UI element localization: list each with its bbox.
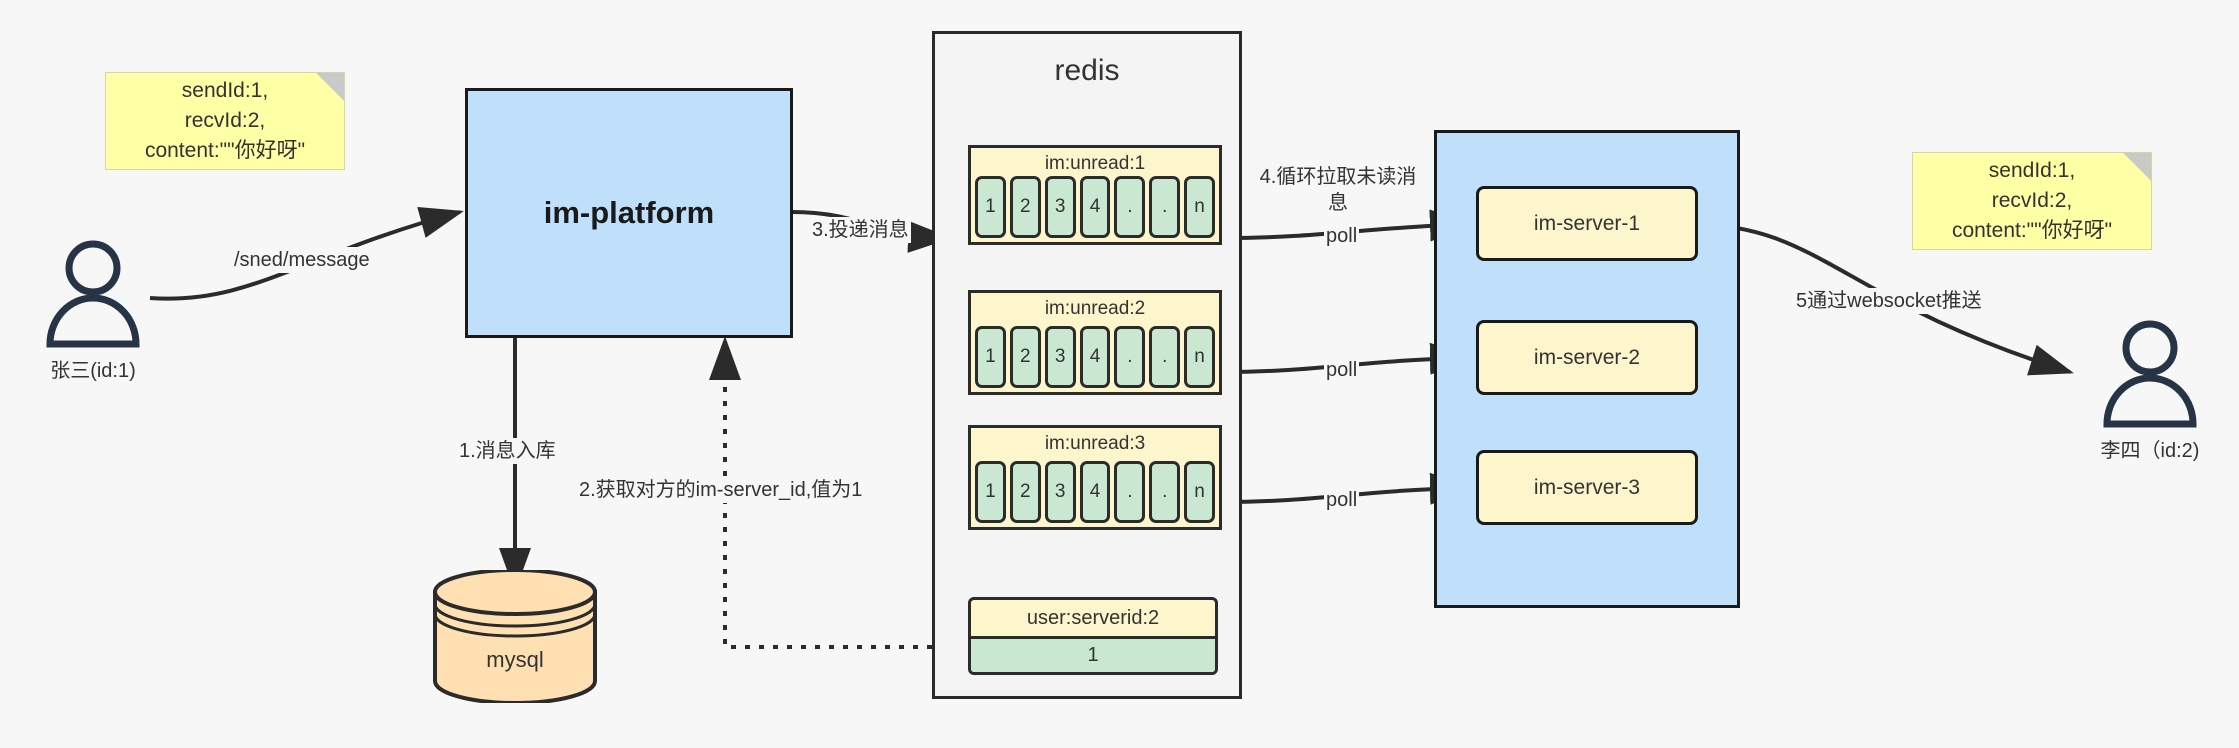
- edge-label-step3: 3.投递消息: [810, 217, 911, 243]
- queue-cell: 4: [1079, 326, 1111, 388]
- edge-label-poll-2: poll: [1324, 357, 1360, 383]
- queue-cell: .: [1149, 326, 1181, 388]
- redis-queue-1-key: im:unread:1: [1044, 153, 1146, 174]
- queue-cell: .: [1114, 326, 1146, 388]
- im-server-3-node[interactable]: im-server-3: [1476, 450, 1698, 525]
- redis-queue-1[interactable]: im:unread:1 1 2 3 4 . . n: [968, 145, 1222, 245]
- redis-queue-2-cells: 1 2 3 4 . . n: [975, 326, 1216, 388]
- sticky-fold-icon: [2123, 153, 2151, 181]
- im-server-3-label: im-server-3: [1533, 475, 1641, 499]
- edge-label-step1: 1.消息入库: [457, 438, 558, 464]
- person-icon: [2103, 320, 2197, 428]
- actor-receiver-name: 李四（id:2): [2100, 440, 2200, 462]
- queue-cell: 4: [1079, 461, 1111, 523]
- edge-label-send-message: /sned/message: [232, 247, 372, 273]
- edge-label-poll-3: poll: [1324, 487, 1360, 513]
- queue-cell: 1: [975, 461, 1006, 523]
- im-server-2-label: im-server-2: [1533, 345, 1641, 369]
- im-server-1-label: im-server-1: [1533, 211, 1641, 235]
- sticky-note-receiver: sendId:1, recvId:2, content:""你好呀": [1912, 152, 2152, 250]
- queue-cell: 3: [1044, 461, 1076, 523]
- queue-cell: n: [1184, 326, 1216, 388]
- redis-queue-3[interactable]: im:unread:3 1 2 3 4 . . n: [968, 425, 1222, 530]
- database-cylinder-icon: [433, 568, 597, 705]
- redis-kv-user-serverid[interactable]: user:serverid:2 1: [968, 597, 1218, 675]
- actor-receiver: 李四（id:2): [2095, 320, 2205, 462]
- edge-label-poll-1: poll: [1324, 223, 1360, 249]
- queue-cell: .: [1114, 461, 1146, 523]
- queue-cell: 1: [975, 326, 1006, 388]
- im-platform-node[interactable]: im-platform: [465, 88, 793, 338]
- im-platform-label: im-platform: [543, 195, 715, 230]
- queue-cell: .: [1149, 176, 1181, 238]
- queue-cell: .: [1149, 461, 1181, 523]
- queue-cell: n: [1184, 176, 1216, 238]
- edge-label-step2: 2.获取对方的im-server_id,值为1: [577, 477, 865, 503]
- mysql-database[interactable]: mysql: [430, 568, 600, 705]
- edge-label-step5: 5通过websocket推送: [1794, 288, 1984, 314]
- queue-cell: 3: [1044, 326, 1076, 388]
- queue-cell: .: [1114, 176, 1146, 238]
- actor-sender-name: 张三(id:1): [50, 360, 136, 382]
- queue-cell: 2: [1009, 176, 1041, 238]
- queue-cell: 4: [1079, 176, 1111, 238]
- redis-queue-2-key: im:unread:2: [1044, 298, 1146, 319]
- sticky-fold-icon: [316, 73, 344, 101]
- sticky-note-sender: sendId:1, recvId:2, content:""你好呀": [105, 72, 345, 170]
- queue-cell: 1: [975, 176, 1006, 238]
- im-server-1-node[interactable]: im-server-1: [1476, 186, 1698, 261]
- mysql-label: mysql: [486, 647, 544, 673]
- person-icon: [46, 240, 140, 348]
- actor-sender: 张三(id:1): [38, 240, 148, 382]
- sticky-note-receiver-text: sendId:1, recvId:2, content:""你好呀": [1951, 159, 2113, 242]
- queue-cell: n: [1184, 461, 1216, 523]
- queue-cell: 2: [1009, 326, 1041, 388]
- edge-label-step4: 4.循环拉取未读消 息: [1256, 164, 1420, 216]
- redis-title: redis: [1054, 54, 1120, 87]
- im-server-2-node[interactable]: im-server-2: [1476, 320, 1698, 395]
- redis-kv-key: user:serverid:2: [1026, 606, 1160, 629]
- redis-queue-3-cells: 1 2 3 4 . . n: [975, 461, 1216, 523]
- redis-kv-value: 1: [971, 636, 1215, 672]
- queue-cell: 3: [1044, 176, 1076, 238]
- queue-cell: 2: [1009, 461, 1041, 523]
- redis-queue-3-key: im:unread:3: [1044, 433, 1146, 454]
- redis-queue-2[interactable]: im:unread:2 1 2 3 4 . . n: [968, 290, 1222, 395]
- sticky-note-sender-text: sendId:1, recvId:2, content:""你好呀": [144, 79, 306, 162]
- redis-queue-1-cells: 1 2 3 4 . . n: [975, 176, 1216, 238]
